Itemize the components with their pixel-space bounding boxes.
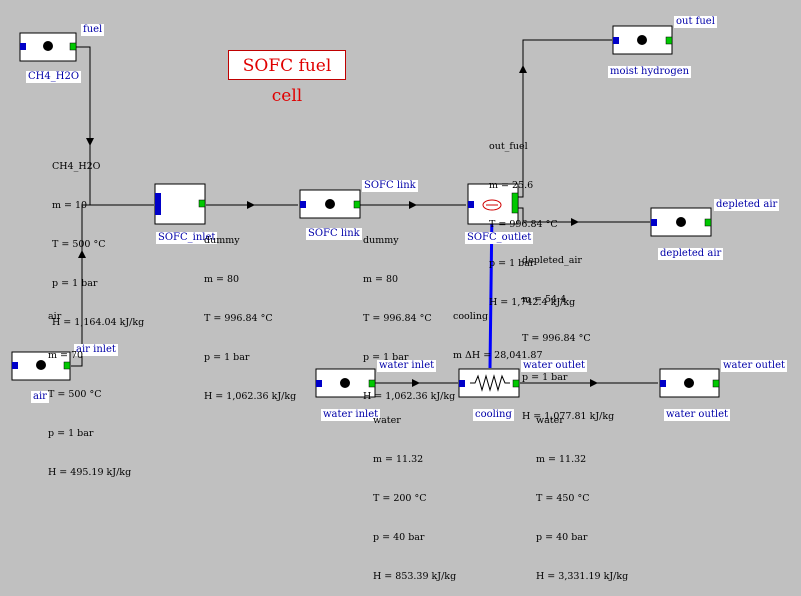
connection-out-fuel[interactable] [517,39,612,198]
connections [71,39,658,387]
stream-line: cooling [453,311,489,322]
stream-line: water [373,415,401,426]
label-depleted-air: depleted air [658,248,724,260]
stream-line: p = 40 bar [373,532,425,543]
stream-line: air [48,311,62,322]
block-sofc-link[interactable] [299,189,361,219]
stream-line: H = 853.39 kJ/kg [373,571,457,582]
label-water-inlet: water inlet [321,409,381,421]
stream-line: H = 1,077.81 kJ/kg [522,411,615,422]
block-water-outlet[interactable] [659,368,720,398]
stream-line: T = 996.84 °C [522,333,591,344]
stream-info-cooling: cooling m ΔH = 28,041.87 [453,284,543,375]
port-label-water-outlet: water outlet [721,360,788,372]
stream-line: p = 1 bar [48,428,94,439]
stream-info-out-fuel: out_fuel m = 25.6 T = 996.84 °C p = 1 ba… [489,114,575,322]
stream-line: m = 11.32 [373,454,424,465]
stream-line: m = 25.6 [489,180,534,191]
stream-line: m = 80 [204,274,240,285]
block-sofc-outlet[interactable] [467,183,519,225]
diagram-title: SOFC fuel cell [228,50,346,106]
stream-line: m = 54.4 [522,294,567,305]
port-label-fuel: fuel [81,24,105,36]
stream-info-dummy1: dummy m = 80 T = 996.84 °C p = 1 bar H =… [204,208,296,416]
stream-info-air: air m = 70 T = 500 °C p = 1 bar H = 495.… [48,284,131,492]
stream-line: p = 1 bar [363,352,409,363]
stream-line: p = 1 bar [52,278,98,289]
stream-line: T = 500 °C [52,239,106,250]
stream-line: H = 1,062.36 kJ/kg [204,391,297,402]
flowsheet-canvas [11,25,720,398]
block-moist-hydrogen[interactable] [612,25,673,55]
stream-info-dummy2: dummy m = 80 T = 996.84 °C p = 1 bar H =… [363,208,455,416]
port-label-out-fuel: out fuel [674,16,717,28]
stream-line: p = 1 bar [489,258,535,269]
stream-line: dummy [204,235,240,246]
label-moist-hydrogen: moist hydrogen [608,66,692,78]
stream-line: depleted_air [522,255,582,266]
stream-line: m = 80 [363,274,399,285]
block-water-inlet[interactable] [315,368,376,398]
stream-info-ch4: CH4_H2O m = 10 T = 500 °C p = 1 bar H = … [52,134,144,342]
connection-ch4[interactable] [76,46,91,205]
block-air-source[interactable] [11,351,71,381]
stream-info-depleted-air: depleted_air m = 54.4 T = 996.84 °C p = … [522,228,614,436]
stream-line: T = 450 °C [536,493,590,504]
stream-line: H = 3,331.19 kJ/kg [536,571,629,582]
stream-line: H = 1,742.4 kJ/kg [489,297,576,308]
stream-line: p = 40 bar [536,532,588,543]
stream-line: T = 996.84 °C [363,313,432,324]
label-sofc-outlet: SOFC_outlet [465,232,534,244]
stream-line: T = 996.84 °C [489,219,558,230]
connection-air[interactable] [71,204,154,367]
stream-line: p = 1 bar [522,372,568,383]
label-sofc-link: SOFC link [306,228,362,240]
stream-line: T = 500 °C [48,389,102,400]
connection-depleted-air[interactable] [517,207,650,223]
stream-line: H = 1,164.04 kJ/kg [52,317,145,328]
block-depleted-air[interactable] [650,207,712,237]
port-label-cooling-outlet: water outlet [521,360,588,372]
stream-line: p = 1 bar [204,352,250,363]
label-water-outlet: water outlet [664,409,731,421]
stream-line: CH4_H2O [52,161,101,172]
stream-line: m = 10 [52,200,88,211]
port-label-air-inlet: air inlet [74,344,118,356]
block-ch4-source[interactable] [19,32,77,62]
stream-line: dummy [363,235,399,246]
stream-line: water [536,415,564,426]
block-sofc-inlet[interactable] [154,183,206,225]
block-cooling[interactable] [458,368,520,398]
stream-line: H = 1,062.36 kJ/kg [363,391,456,402]
stream-line: m ΔH = 28,041.87 [453,350,543,361]
port-label-sofc-link: SOFC link [362,180,418,192]
label-air-source: air [31,391,49,403]
stream-line: T = 996.84 °C [204,313,273,324]
stream-info-water-out: water m = 11.32 T = 450 °C p = 40 bar H … [536,388,628,596]
port-label-water-inlet: water inlet [377,360,437,372]
label-cooling: cooling [473,409,514,421]
label-ch4-source: CH4_H2O [26,71,82,83]
stream-line: m = 11.32 [536,454,587,465]
label-sofc-inlet: SOFC_inlet [156,232,218,244]
stream-line: m = 70 [48,350,84,361]
port-label-depleted-air: depleted air [714,199,780,211]
stream-line: out_fuel [489,141,528,152]
stream-info-water-in: water m = 11.32 T = 200 °C p = 40 bar H … [373,388,456,596]
stream-line: T = 200 °C [373,493,427,504]
